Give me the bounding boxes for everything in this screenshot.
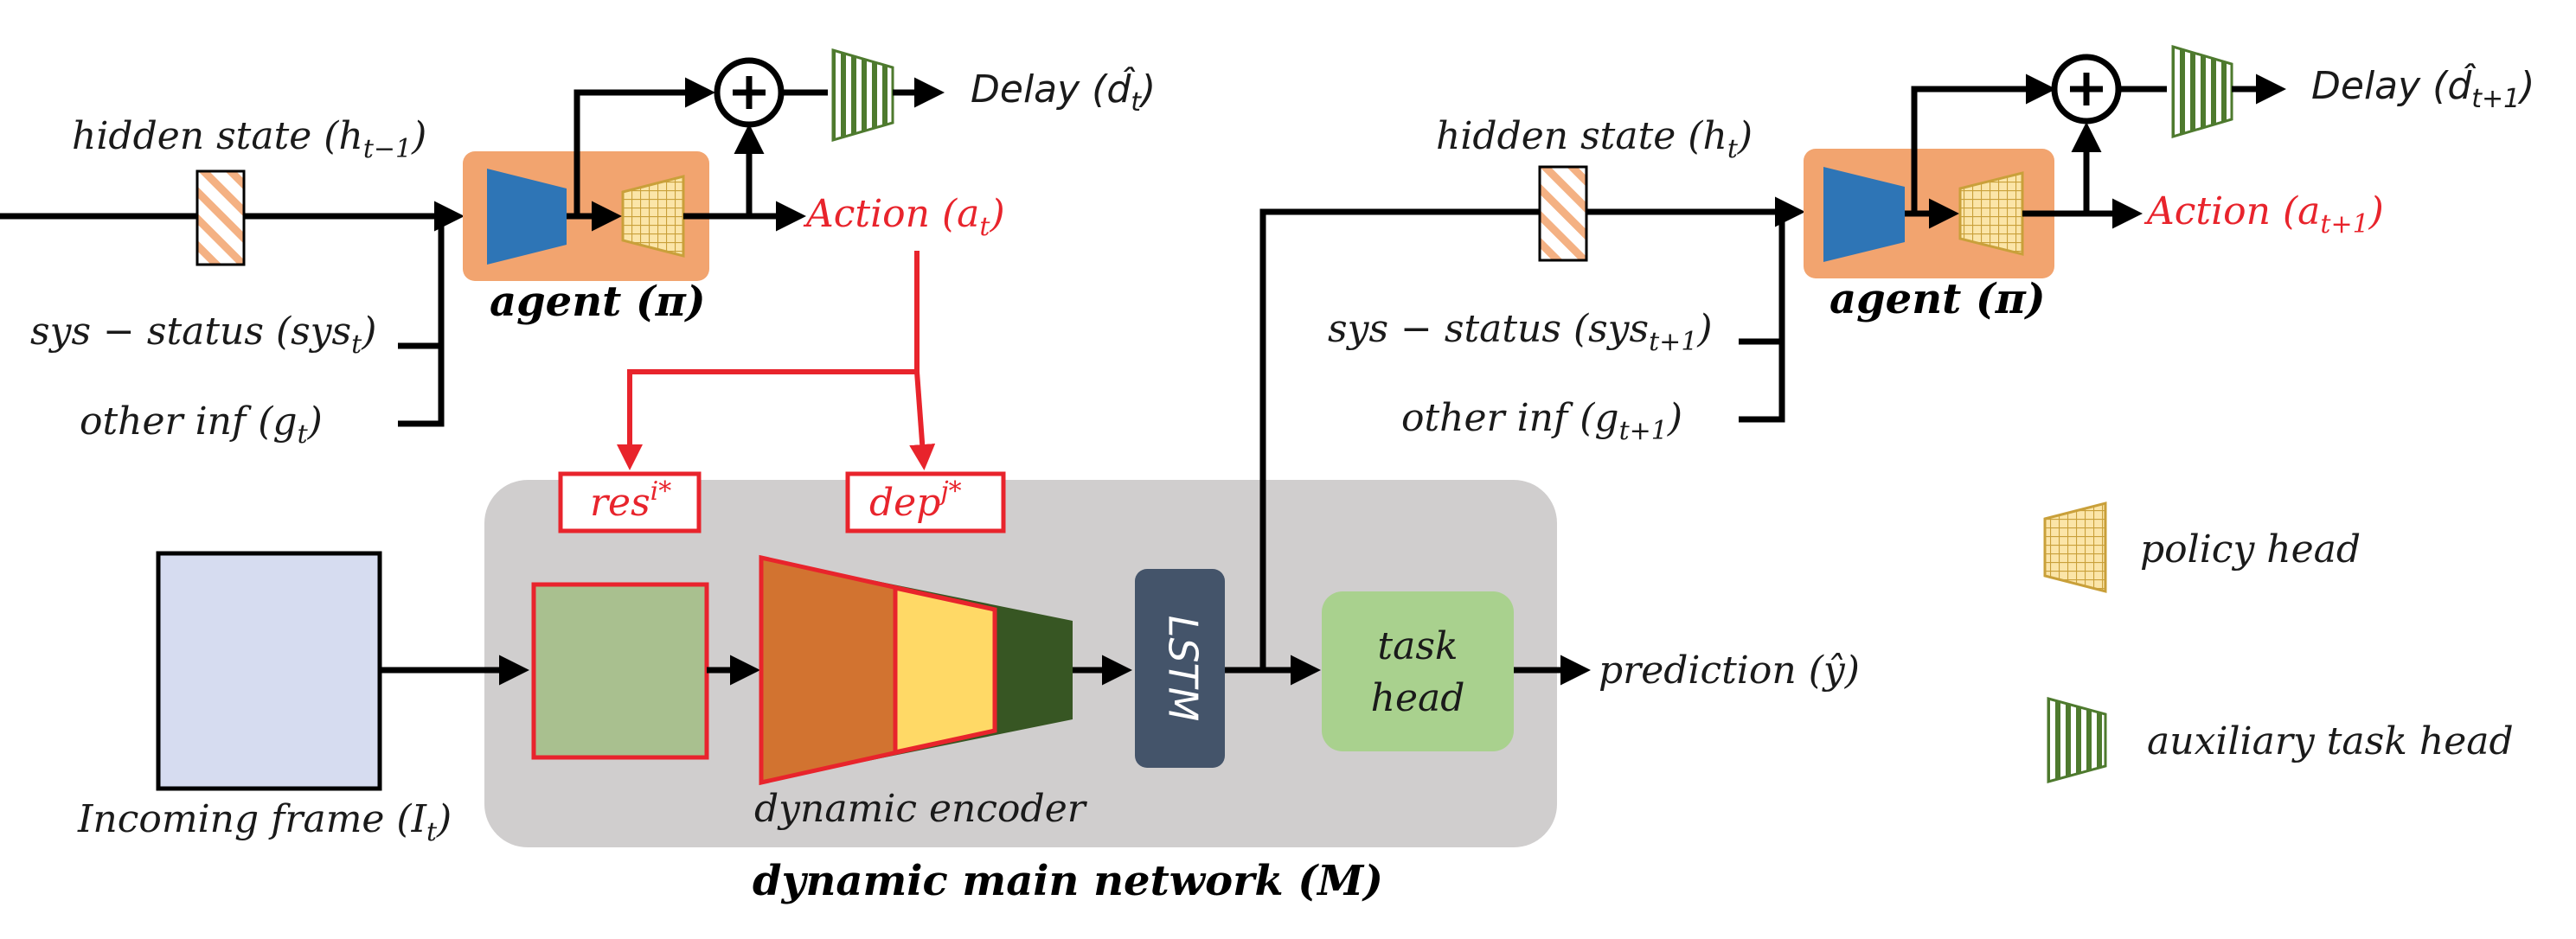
hidden-state-label-right: hidden state (ht) (1436, 114, 1753, 164)
task-head-block (1322, 591, 1514, 751)
hidden-state-block (195, 169, 246, 266)
policy-head-icon-right (1958, 171, 2024, 256)
delay-label: Delay (d̂t) (971, 66, 1156, 118)
delay-label-right: Delay (d̂t+1) (2311, 62, 2534, 114)
prediction-label: prediction (ŷ) (1599, 648, 1860, 693)
task-head-line1: task (1377, 624, 1458, 668)
task-head-line2: head (1371, 676, 1465, 720)
agent-label: agent (π) (490, 278, 706, 326)
action-routing (617, 251, 936, 470)
encoder-yellow-part (893, 584, 997, 756)
other-inf-label: other inf (gt) (80, 399, 323, 450)
agent-encoder-shape-right (1823, 167, 1905, 262)
incoming-frame-box (156, 551, 382, 791)
legend-aux-head-label: auxiliary task head (2147, 719, 2514, 763)
right-agent-group: hidden state (ht) sys − status (syst+1) … (1328, 44, 2534, 446)
res-label: resi* (590, 476, 671, 525)
lstm-label: LSTM (1160, 616, 1207, 722)
action-label-right: Action (at+1) (2143, 189, 2384, 240)
sys-status-label-right: sys − status (syst+1) (1328, 307, 1713, 357)
lstm-block (1135, 569, 1225, 768)
agent-encoder-shape (487, 169, 567, 265)
legend-aux-head-icon (2047, 697, 2107, 783)
main-network-label: dynamic main network (M) (753, 857, 1383, 905)
incoming-frame-label: Incoming frame (It) (77, 797, 452, 847)
resolution-block (531, 582, 709, 760)
legend-policy-head-label: policy head (2140, 527, 2361, 572)
legend-policy-head-icon (2043, 501, 2107, 593)
auxiliary-head-icon (831, 48, 894, 142)
policy-head-icon (621, 175, 685, 258)
sys-status-label: sys − status (syst) (30, 310, 376, 360)
encoder-label: dynamic encoder (754, 787, 1088, 831)
other-inf-label-right: other inf (gt+1) (1401, 396, 1682, 446)
main-network: resi* depj* Incoming frame (It) dynamic … (77, 471, 1860, 905)
legend: policy head auxiliary task head (2043, 501, 2514, 783)
auxiliary-head-icon-right (2171, 44, 2233, 139)
hidden-state-label: hidden state (ht−1) (72, 114, 426, 164)
dep-label: depj* (869, 476, 962, 525)
left-agent-group: hidden state (ht−1) sys − status (syst) … (0, 48, 1156, 450)
res-box (558, 471, 702, 533)
agent-label-right: agent (π) (1829, 275, 2046, 323)
dep-box (845, 471, 1006, 533)
hidden-state-block-right (1538, 165, 1588, 262)
action-label: Action (at) (803, 192, 1005, 242)
